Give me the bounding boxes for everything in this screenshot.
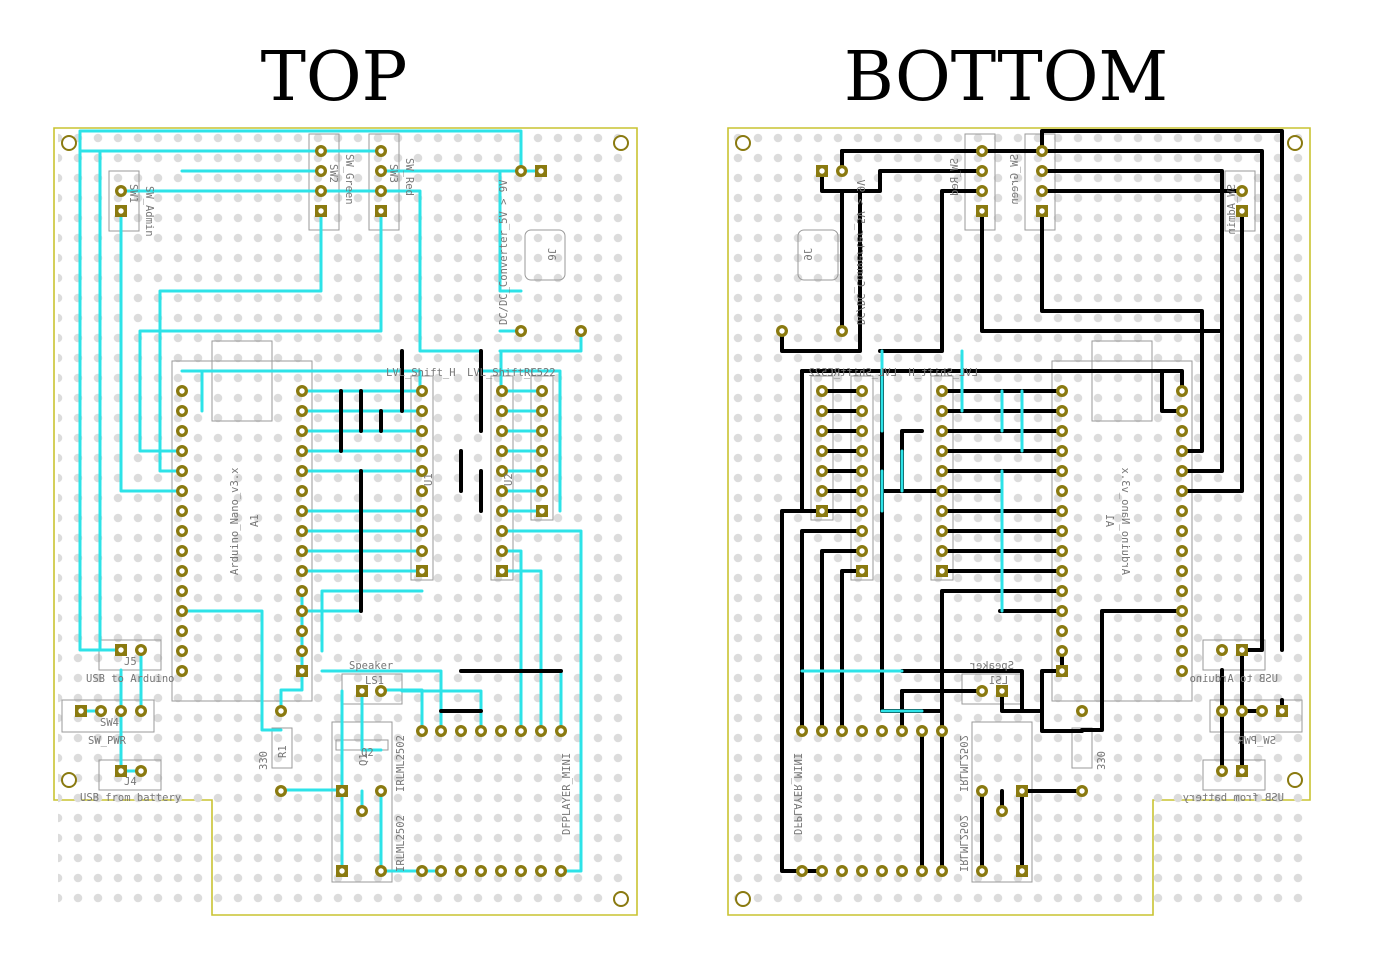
label-ls1: LS1 [365, 675, 384, 687]
label-sw-pwr: SW_PWR [88, 735, 127, 747]
label-u2: U2 [503, 473, 515, 486]
bottom-label-a1: A1 [1103, 514, 1115, 527]
label-sw2: SW2 [327, 164, 339, 183]
top-copper-traces [78, 129, 583, 873]
bottom-label-sw-green: SW_Green [1009, 154, 1021, 205]
label-j4: J4 [124, 776, 137, 788]
bottom-silkscreen-outlines [797, 133, 1303, 883]
bottom-label-speaker: Speaker [970, 660, 1014, 672]
bottom-label-irlml-1: IRLML2502 [957, 735, 969, 792]
label-sw-green: SW_Green [343, 154, 355, 205]
bottom-hole-grid [732, 132, 1306, 912]
label-sw1: SW1 [127, 184, 139, 203]
bottom-label-usb-battery: USB from battery [1183, 792, 1284, 804]
label-rc522: RC522 [524, 367, 556, 379]
label-dfplayer: DFPLAYER_MINI [561, 753, 573, 835]
label-dcdc: DC/DC_Converter_5V > 9V [498, 179, 510, 325]
bottom-label-irlml-2: IRLML2502 [957, 815, 969, 872]
label-usb-battery: USB from battery [80, 792, 181, 804]
top-labels: SW1 SW_Admin SW2 SW_Green SW3 SW_Red DC/… [80, 154, 573, 872]
label-j5: J5 [124, 656, 137, 668]
bottom-label-nano: Arduino_Nano_v3.x [1119, 468, 1131, 575]
bottom-cyan-traces [800, 349, 1024, 713]
top-heading: TOP [261, 38, 408, 117]
label-irlml-2: IRLML2502 [395, 815, 407, 872]
label-a1: A1 [249, 514, 261, 527]
top-black-traces [339, 349, 563, 713]
label-sw-admin: SW_Admin [143, 186, 155, 237]
top-board: SW1 SW_Admin SW2 SW_Green SW3 SW_Red DC/… [53, 127, 638, 916]
bottom-label-sw-pwr: SW_PWR [1237, 735, 1276, 747]
bottom-heading: BOTTOM [844, 38, 1168, 117]
top-hole-grid [58, 132, 633, 912]
top-silkscreen-outlines [61, 133, 566, 883]
label-sw3: SW3 [387, 164, 399, 183]
label-usb-arduino: USB to Arduino [86, 673, 175, 685]
label-sw4: SW4 [100, 717, 119, 729]
bottom-label-usb-arduino: USB to Arduino [1189, 673, 1278, 685]
bottom-label-ls1: LS1 [989, 675, 1008, 687]
label-irlml-1: IRLML2502 [395, 735, 407, 792]
label-j6: J6 [545, 248, 557, 261]
bottom-label-rc522: RC522 [808, 367, 840, 379]
label-sw-red: SW_Red [403, 158, 415, 196]
label-lvl-h: LVL_Shift_H [386, 367, 456, 379]
label-r330: 330 [258, 751, 270, 770]
bottom-label-sw-admin: SW_Admin [1226, 184, 1238, 235]
label-r1: R1 [277, 745, 289, 758]
label-q1: Q1 [358, 753, 370, 766]
bottom-labels: SW_Admin SW_Green SW_Red DC/DC_Converter… [791, 154, 1284, 872]
bottom-label-sw-red: SW_Red [949, 158, 961, 196]
bottom-label-j6: J6 [803, 248, 815, 261]
bottom-board: SW_Admin SW_Green SW_Red DC/DC_Converter… [727, 127, 1311, 916]
bottom-label-dcdc: DC/DC_Converter_5V > 9V [854, 179, 866, 325]
bottom-label-dfplayer: DFPLAYER_MINI [791, 753, 803, 835]
label-u1: U1 [423, 473, 435, 486]
label-q2: Q2 [361, 747, 374, 759]
label-nano: Arduino_Nano_v3.x [229, 468, 241, 575]
bottom-label-lvl-l: LVL_Shift_L [827, 367, 897, 379]
label-speaker: Speaker [349, 660, 393, 672]
label-lvl-l: LVL_Shift_L [467, 367, 537, 379]
bottom-label-lvl-h: LVL_Shift_H [908, 367, 978, 379]
bottom-label-r330: 330 [1094, 751, 1106, 770]
